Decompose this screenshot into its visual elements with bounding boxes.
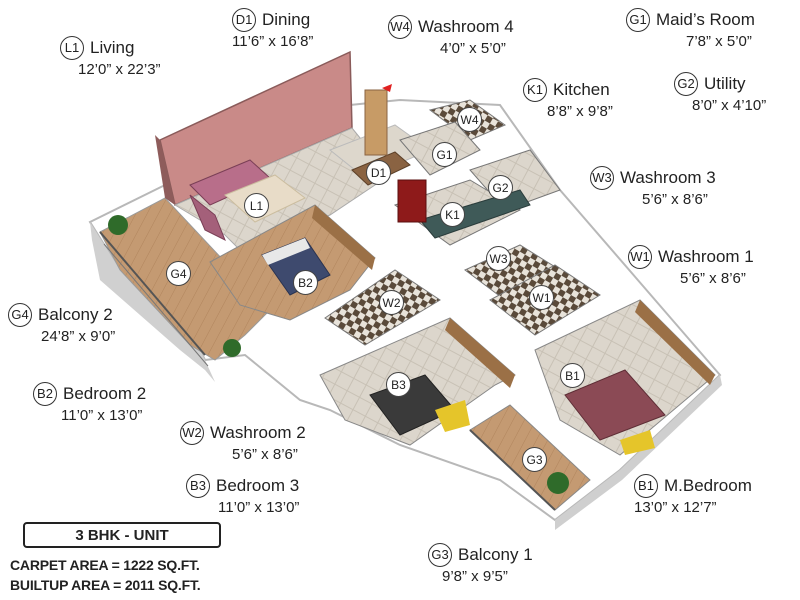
builtup-area: BUILTUP AREA = 2011 SQ.FT.: [10, 577, 201, 593]
room-dims: 11’6” x 16’8”: [232, 33, 314, 50]
room-name: Kitchen: [553, 79, 610, 99]
unit-title-box: 3 BHK - UNIT: [23, 522, 221, 548]
label-utility: G2 Utility 8’0” x 4’10”: [674, 72, 766, 115]
master-bedroom: [534, 299, 716, 456]
label-bedroom-2: B2 Bedroom 2 11’0” x 13’0”: [33, 382, 146, 425]
plan-badge-w2: W2: [379, 290, 404, 315]
carpet-area: CARPET AREA = 1222 SQ.FT.: [10, 557, 200, 573]
label-washroom-2: W2 Washroom 2 5’6” x 8’6”: [180, 421, 306, 464]
room-dims: 12’0” x 22’3”: [78, 61, 161, 78]
badge-b1: B1: [634, 474, 658, 498]
plan-badge-k1: K1: [440, 202, 465, 227]
plan-badge-g3: G3: [522, 447, 547, 472]
plan-badge-l1: L1: [244, 193, 269, 218]
badge-w1: W1: [628, 245, 652, 269]
plan-badge-b2: B2: [293, 270, 318, 295]
room-name: Balcony 2: [38, 304, 113, 324]
entry-arrow-icon: [382, 84, 392, 92]
label-balcony-1: G3 Balcony 1 9’8” x 9’5”: [428, 543, 533, 586]
plan-badge-d1: D1: [366, 160, 391, 185]
room-dims: 13’0” x 12’7”: [634, 499, 717, 516]
plan-badge-w4: W4: [457, 107, 482, 132]
badge-w3: W3: [590, 166, 614, 190]
badge-b3: B3: [186, 474, 210, 498]
room-name: Balcony 1: [458, 544, 533, 564]
plan-badge-b3: B3: [386, 372, 411, 397]
room-dims: 4’0” x 5’0”: [440, 40, 506, 57]
label-maids-room: G1 Maid’s Room 7’8” x 5’0”: [626, 8, 755, 51]
room-name: Living: [90, 37, 135, 57]
badge-g4: G4: [8, 303, 32, 327]
plan-badge-g2: G2: [488, 175, 513, 200]
badge-g3: G3: [428, 543, 452, 567]
badge-l1: L1: [60, 36, 84, 60]
badge-g2: G2: [674, 72, 698, 96]
room-dims: 5’6” x 8’6”: [232, 446, 298, 463]
label-master-bedroom: B1 M.Bedroom 13’0” x 12’7”: [634, 474, 752, 517]
room-name: Washroom 3: [620, 167, 716, 187]
label-washroom-3: W3 Washroom 3 5’6” x 8’6”: [590, 166, 716, 209]
room-name: Bedroom 2: [63, 383, 147, 403]
room-name: Washroom 4: [418, 16, 514, 36]
room-dims: 8’0” x 4’10”: [692, 97, 767, 114]
plan-badge-g4: G4: [166, 261, 191, 286]
room-name: Dining: [262, 9, 311, 29]
room-dims: 5’6” x 8’6”: [642, 191, 708, 208]
badge-k1: K1: [523, 78, 547, 102]
room-name: Bedroom 3: [216, 475, 300, 495]
badge-d1: D1: [232, 8, 256, 32]
plant-icon: [108, 215, 569, 494]
room-dims: 7’8” x 5’0”: [686, 33, 752, 50]
plan-badge-g1: G1: [432, 142, 457, 167]
label-washroom-1: W1 Washroom 1 5’6” x 8’6”: [628, 245, 754, 288]
label-kitchen: K1 Kitchen 8’8” x 9’8”: [523, 78, 613, 121]
badge-w4: W4: [388, 15, 412, 39]
living-room: [155, 50, 391, 251]
room-dims: 5’6” x 8’6”: [680, 270, 746, 287]
badge-g1: G1: [626, 8, 650, 32]
room-name: Utility: [704, 73, 746, 93]
room-name: Washroom 1: [658, 246, 754, 266]
room-dims: 24’8” x 9’0”: [41, 328, 116, 345]
label-dining: D1 Dining 11’6” x 16’8”: [232, 8, 313, 51]
room-name: Washroom 2: [210, 422, 306, 442]
plan-badge-b1: B1: [560, 363, 585, 388]
plan-badge-w1: W1: [529, 285, 554, 310]
room-dims: 11’0” x 13’0”: [61, 407, 143, 424]
room-dims: 8’8” x 9’8”: [547, 103, 613, 120]
room-dims: 11’0” x 13’0”: [218, 499, 300, 516]
room-dims: 9’8” x 9’5”: [442, 568, 508, 585]
room-name: Maid’s Room: [656, 9, 755, 29]
badge-b2: B2: [33, 382, 57, 406]
label-washroom-4: W4 Washroom 4 4’0” x 5’0”: [388, 15, 514, 58]
label-bedroom-3: B3 Bedroom 3 11’0” x 13’0”: [186, 474, 299, 517]
label-balcony-2: G4 Balcony 2 24’8” x 9’0”: [8, 303, 115, 346]
label-living: L1 Living 12’0” x 22’3”: [60, 36, 161, 79]
room-name: M.Bedroom: [664, 475, 752, 495]
badge-w2: W2: [180, 421, 204, 445]
plan-badge-w3: W3: [486, 246, 511, 271]
